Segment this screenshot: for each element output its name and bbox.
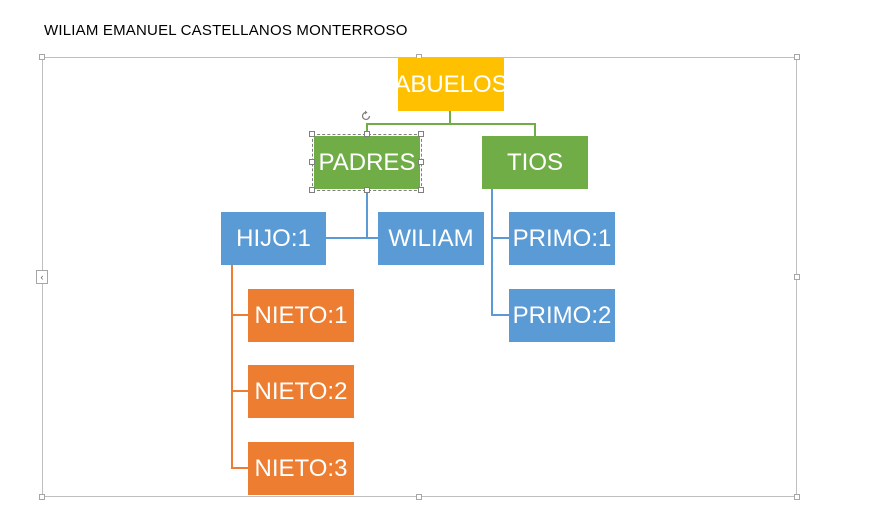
- node-nieto-1[interactable]: NIETO:1: [248, 289, 354, 342]
- selection-handle-tl[interactable]: [309, 131, 315, 137]
- selection-handle-br[interactable]: [418, 187, 424, 193]
- document-title: WILIAM EMANUEL CASTELLANOS MONTERROSO: [44, 22, 408, 39]
- node-hijo[interactable]: HIJO:1: [221, 212, 326, 265]
- rotate-icon[interactable]: [360, 110, 372, 122]
- node-abuelos[interactable]: ABUELOS: [394, 58, 508, 111]
- selection-handle-tc[interactable]: [364, 131, 370, 137]
- frame-handle-right[interactable]: [794, 274, 800, 280]
- node-padres[interactable]: PADRES: [312, 134, 422, 191]
- frame-handle-top-right[interactable]: [794, 54, 800, 60]
- node-nieto-2[interactable]: NIETO:2: [248, 365, 354, 418]
- connector-hijo-children: [231, 265, 248, 469]
- frame-handle-bottom-right[interactable]: [794, 494, 800, 500]
- frame-handle-bottom-center[interactable]: [416, 494, 422, 500]
- frame-handle-top-left[interactable]: [39, 54, 45, 60]
- selection-handle-tr[interactable]: [418, 131, 424, 137]
- connector-padres-children: [366, 189, 378, 239]
- selection-handle-mr[interactable]: [418, 159, 424, 165]
- frame-handle-bottom-left[interactable]: [39, 494, 45, 500]
- node-tios[interactable]: TIOS: [482, 136, 588, 189]
- connector-abuelos-tios: [450, 123, 536, 136]
- node-primo-2[interactable]: PRIMO:2: [509, 289, 615, 342]
- connector-tios-children: [491, 189, 509, 316]
- selection-handle-ml[interactable]: [309, 159, 315, 165]
- node-primo-1[interactable]: PRIMO:1: [509, 212, 615, 265]
- selection-handle-bl[interactable]: [309, 187, 315, 193]
- node-wiliam[interactable]: WILIAM: [378, 212, 484, 265]
- selection-handle-bc[interactable]: [364, 187, 370, 193]
- connector-abuelos-children: [366, 111, 451, 136]
- node-nieto-3[interactable]: NIETO:3: [248, 442, 354, 495]
- text-pane-toggle-icon[interactable]: ‹: [36, 270, 48, 284]
